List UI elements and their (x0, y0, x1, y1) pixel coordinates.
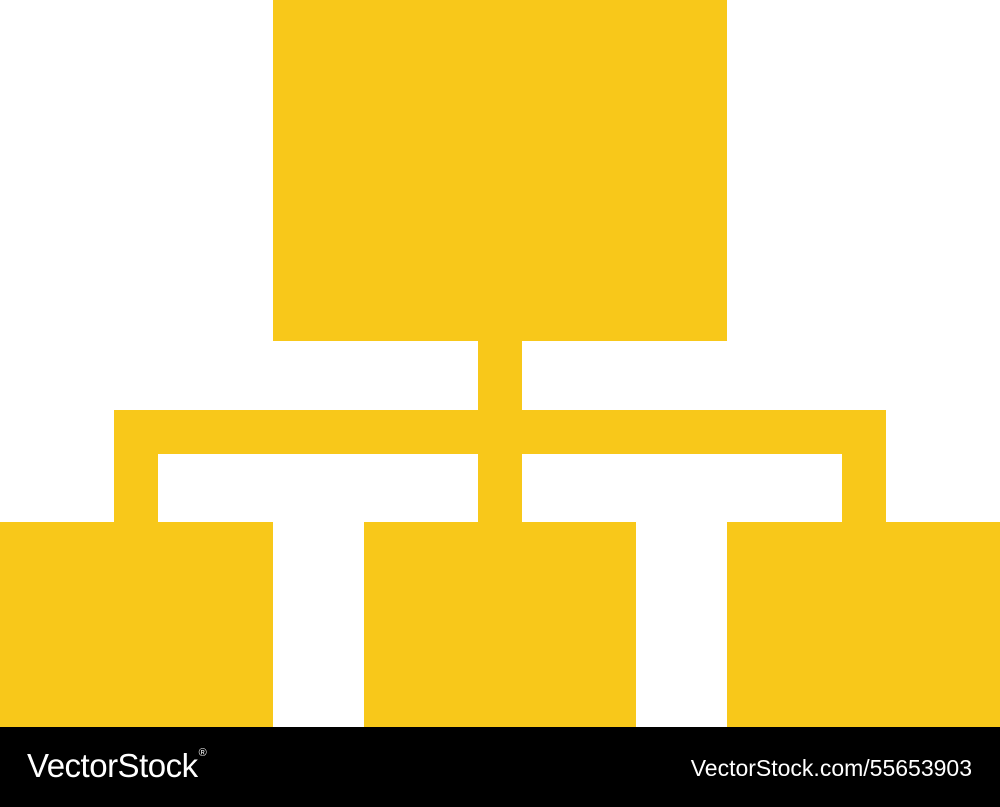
child-node-box-right (727, 522, 1000, 727)
horizontal-connector-bar (114, 410, 886, 454)
watermark-footer: VectorStock® VectorStock.com/55653903 (0, 727, 1000, 807)
vectorstock-logo: VectorStock® (27, 747, 207, 785)
brand-name: VectorStock (27, 747, 198, 784)
image-reference: VectorStock.com/55653903 (690, 755, 972, 781)
registered-mark: ® (198, 747, 207, 759)
child-node-box-left (0, 522, 273, 727)
child-node-box-center (364, 522, 636, 727)
left-connector-drop (114, 454, 158, 522)
right-connector-drop (842, 454, 886, 522)
parent-node-box (273, 0, 727, 341)
hierarchy-icon (0, 0, 1000, 727)
